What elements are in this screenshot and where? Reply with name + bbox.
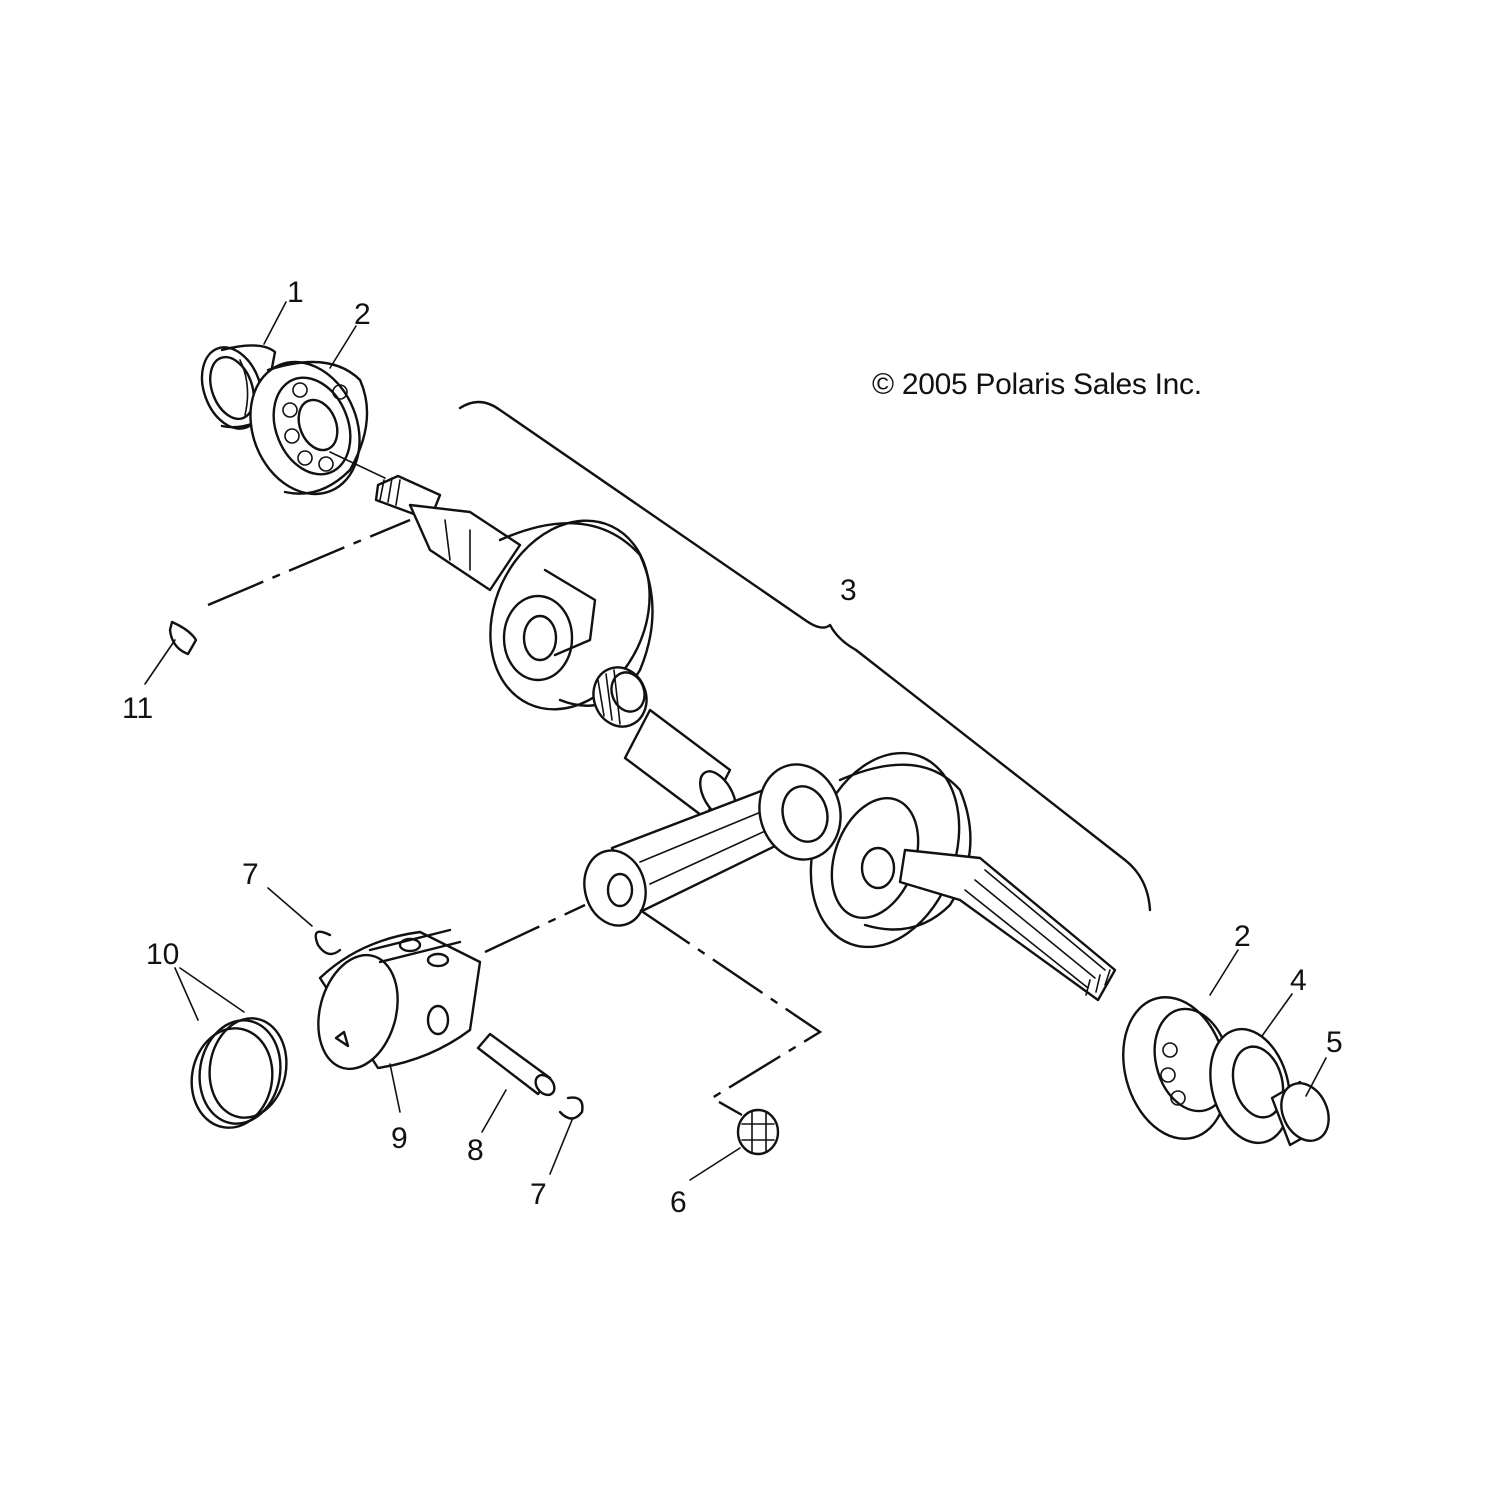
part-10-piston-rings	[190, 1017, 288, 1129]
callout-7-top: 7	[242, 858, 259, 891]
callout-10: 10	[146, 938, 179, 971]
part-2-bearing-left	[249, 360, 369, 496]
callout-9: 9	[391, 1122, 408, 1155]
callout-6: 6	[670, 1186, 687, 1219]
part-11-woodruff-key	[168, 620, 198, 656]
callout-4: 4	[1290, 964, 1307, 997]
copyright-notice: © 2005 Polaris Sales Inc.	[872, 368, 1202, 401]
part-6-nut	[736, 1108, 780, 1156]
callout-8: 8	[467, 1134, 484, 1167]
callout-11: 11	[122, 692, 153, 725]
callout-3: 3	[840, 574, 857, 607]
part-3-crankshaft-right-half	[809, 751, 1117, 1002]
part-7-circlip-bottom	[558, 1096, 584, 1120]
part-7-circlip-top	[314, 930, 342, 956]
bracket-part-3	[458, 400, 1152, 912]
part-5-spacer	[1270, 1080, 1330, 1147]
callout-1: 1	[287, 276, 304, 309]
centerline-nut	[639, 909, 823, 1117]
part-9-piston	[317, 928, 482, 1071]
part-3-crankshaft-left-half	[374, 474, 737, 820]
part-4-oil-seal-right	[1209, 1027, 1291, 1145]
part-1-oil-seal	[200, 344, 277, 430]
callout-5: 5	[1326, 1026, 1343, 1059]
centerline-key	[207, 518, 411, 607]
callout-7-bottom: 7	[530, 1178, 547, 1211]
part-8-piston-pin	[476, 1032, 556, 1097]
centerline-piston	[484, 903, 586, 954]
callout-2-left: 2	[354, 298, 371, 331]
axis-line-top	[329, 451, 386, 479]
connecting-rod	[583, 763, 842, 927]
callout-2-right: 2	[1234, 920, 1251, 953]
leader-lines	[144, 301, 1327, 1181]
